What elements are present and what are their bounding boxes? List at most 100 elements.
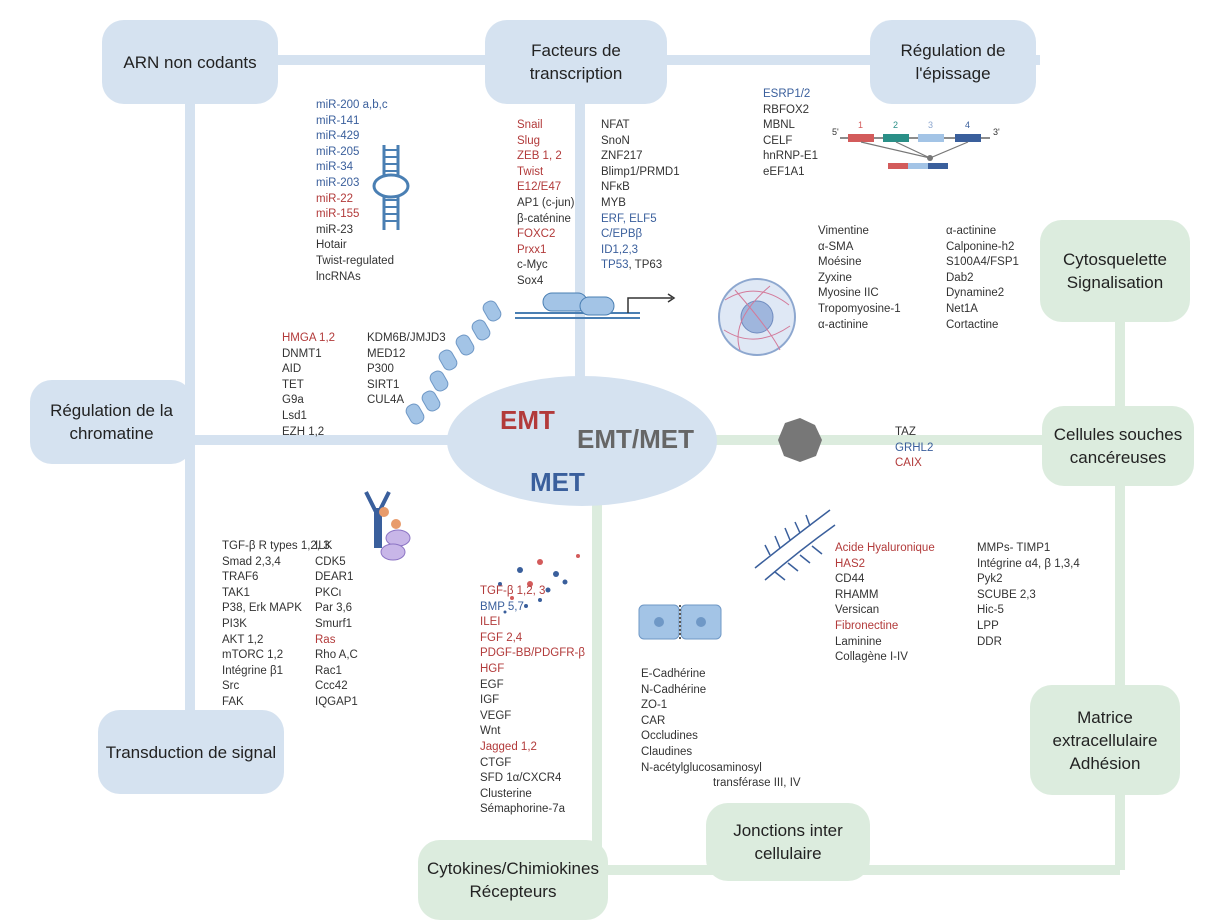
list-item: Claudines bbox=[641, 745, 693, 758]
list-item: miR-155 bbox=[316, 208, 360, 221]
list-item: SIRT1 bbox=[367, 378, 400, 391]
list-item: miR-23 bbox=[316, 223, 354, 236]
list-item: eEF1A1 bbox=[763, 165, 805, 178]
matrice-box-line: extracellulaire bbox=[1052, 730, 1158, 750]
list-item: Par 3,6 bbox=[315, 602, 353, 615]
list-item: α-SMA bbox=[818, 240, 854, 253]
list-item: Moésine bbox=[818, 256, 862, 269]
exon-label: 3 bbox=[928, 120, 933, 130]
matrice-box-line: Matrice bbox=[1077, 707, 1133, 727]
emt-met-label: EMT/MET bbox=[577, 424, 694, 454]
list-item: PKCι bbox=[315, 586, 342, 599]
list-item: ID1,2,3 bbox=[601, 243, 639, 256]
list-item: P38, Erk MAPK bbox=[222, 602, 302, 615]
list-item: Jagged 1,2 bbox=[480, 740, 537, 753]
list-item: BMP 5,7 bbox=[480, 600, 524, 613]
chromatin-icon bbox=[405, 300, 502, 425]
tp53-text: TP53 bbox=[601, 259, 629, 272]
list-item: ZNF217 bbox=[601, 150, 643, 163]
list-item: MYB bbox=[601, 196, 626, 209]
exon-label: 4 bbox=[965, 120, 970, 130]
list-item: HAS2 bbox=[835, 557, 866, 570]
exon-label: 1 bbox=[858, 120, 863, 130]
cytokines-box-line: Cytokines/Chimiokines bbox=[427, 859, 599, 878]
list-item: Ccc42 bbox=[315, 680, 348, 693]
cell-cytoskeleton-icon bbox=[718, 278, 796, 356]
list-item: hnRNP-E1 bbox=[763, 150, 818, 163]
list-item: NFAT bbox=[601, 119, 630, 131]
list-item: Myosine IIC bbox=[818, 287, 879, 300]
list-item: Ras bbox=[315, 633, 336, 646]
list-item: Sox4 bbox=[517, 274, 544, 287]
list-item: Twist bbox=[517, 165, 544, 178]
ecm-fiber-icon bbox=[754, 509, 836, 581]
emt-label: EMT bbox=[500, 405, 555, 435]
list-item: CAR bbox=[641, 714, 666, 727]
list-item: Net1A bbox=[946, 302, 978, 315]
list-item: DEAR1 bbox=[315, 571, 354, 584]
chromatine-box-line: Régulation de la bbox=[50, 401, 173, 420]
list-item: Dab2 bbox=[946, 271, 974, 284]
epissage-box-line: l'épissage bbox=[915, 64, 991, 83]
list-item: MMPs- TIMP1 bbox=[977, 542, 1051, 554]
list-item: Intégrine α4, β 1,3,4 bbox=[977, 557, 1080, 570]
exon-label: 3' bbox=[993, 127, 1000, 137]
cellules-box-line: Cellules souches bbox=[1053, 425, 1183, 444]
list-item: KDM6B/JMJD3 bbox=[367, 332, 446, 344]
list-item: Blimp1/PRMD1 bbox=[601, 165, 680, 178]
list-item: MBNL bbox=[763, 119, 795, 132]
list-item: Occludines bbox=[641, 730, 698, 743]
list-item: TGF-β R types 1,2, 3 bbox=[222, 540, 330, 552]
list-item: HGF bbox=[480, 662, 505, 675]
list-item: ILEI bbox=[480, 616, 501, 629]
list-item: α-actinine bbox=[946, 225, 997, 237]
list-item: MED12 bbox=[367, 347, 406, 360]
cellules-box-line: cancéreuses bbox=[1069, 448, 1167, 467]
transduction-box: Transduction de signal bbox=[98, 710, 284, 794]
list-item: Zyxine bbox=[818, 271, 852, 284]
list-item: CTGF bbox=[480, 756, 512, 769]
list-item: miR-205 bbox=[316, 145, 360, 158]
met-label: MET bbox=[530, 467, 585, 497]
cytokines-box-line: Récepteurs bbox=[469, 882, 557, 901]
list-item: CUL4A bbox=[367, 394, 405, 407]
list-item: Rho A,C bbox=[315, 649, 358, 662]
transduction-box-line: Transduction de signal bbox=[105, 742, 277, 762]
list-item: E12/E47 bbox=[517, 181, 562, 194]
list-item: SCUBE 2,3 bbox=[977, 588, 1036, 601]
list-item: lncRNAs bbox=[316, 270, 361, 283]
jonctions-box-line: cellulaire bbox=[754, 844, 822, 863]
list-item: DNMT1 bbox=[282, 347, 322, 360]
list-item: VEGF bbox=[480, 709, 512, 722]
list-item: ZEB 1, 2 bbox=[517, 150, 562, 163]
list-item: HMGA 1,2 bbox=[282, 332, 336, 344]
list-item: CD44 bbox=[835, 573, 865, 586]
list-item: miR-203 bbox=[316, 176, 360, 189]
list-item: AKT 1,2 bbox=[222, 633, 264, 646]
list-item: EGF bbox=[480, 678, 504, 691]
cytokine-dots-icon bbox=[498, 554, 580, 614]
list-item: Collagène I-IV bbox=[835, 651, 908, 664]
list-item: Wnt bbox=[480, 725, 501, 738]
list-item: TGF-β 1,2, 3 bbox=[480, 585, 546, 597]
list-item: β-caténine bbox=[517, 212, 571, 225]
list-item: Smurf1 bbox=[315, 617, 353, 630]
list-item: AP1 (c-jun) bbox=[517, 196, 575, 209]
list-item: SFD 1α/CXCR4 bbox=[480, 772, 562, 785]
list-item: ESRP1/2 bbox=[763, 88, 811, 100]
list-item: FGF 2,4 bbox=[480, 631, 523, 644]
list-item: α-actinine bbox=[818, 318, 869, 331]
